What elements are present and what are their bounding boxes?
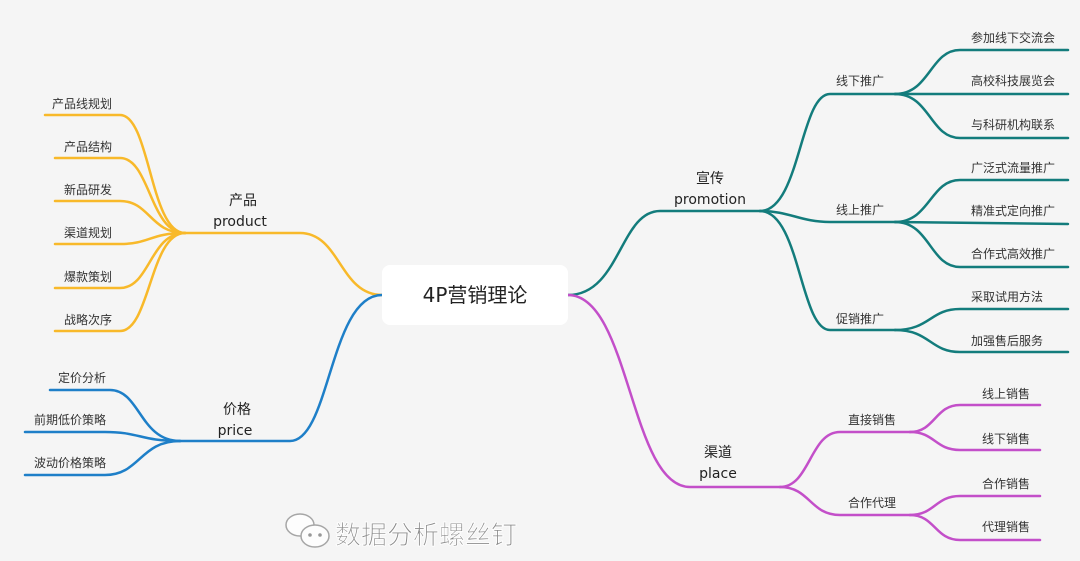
edge	[893, 307, 1070, 332]
edge	[53, 156, 187, 235]
edge	[893, 328, 1070, 354]
node-promotion-subtitle[interactable]: promotion	[674, 192, 746, 208]
node-price-title[interactable]: 价格	[223, 402, 251, 418]
edge	[908, 513, 1042, 542]
leaf[interactable]: 产品结构	[64, 139, 112, 154]
edge	[778, 430, 912, 489]
leaf[interactable]: 波动价格策略	[34, 455, 106, 470]
leaf[interactable]: 线上销售	[982, 386, 1030, 401]
edge	[23, 439, 182, 477]
watermark-text: 数据分析螺丝钉	[335, 521, 517, 551]
branch-place: 渠道 place 直接销售 合作代理 线上销售 线下销售 合作销售 代理销售	[566, 293, 1042, 542]
edge	[778, 485, 912, 517]
edge	[53, 231, 187, 333]
edge	[893, 178, 1070, 224]
leaf[interactable]: 前期低价策略	[34, 412, 106, 427]
leaf[interactable]: 爆款策划	[64, 270, 112, 284]
edge	[758, 209, 897, 332]
edge	[178, 293, 384, 443]
edge	[893, 92, 1070, 140]
branch-promotion: 宣传 promotion 线下推广 线上推广 促销推广 参加线下交流会 高校科技…	[566, 30, 1070, 354]
leaf[interactable]: 定价分析	[58, 370, 106, 385]
edge	[893, 220, 1070, 269]
edge	[758, 209, 897, 224]
edge	[908, 494, 1042, 517]
root-node[interactable]: 4P营销理论	[382, 265, 568, 325]
edge	[566, 209, 762, 297]
leaf[interactable]: 合作销售	[982, 476, 1030, 491]
leaf[interactable]: 与科研机构联系	[971, 117, 1055, 132]
edge	[43, 113, 187, 235]
leaf[interactable]: 战略次序	[64, 312, 112, 327]
leaf[interactable]: 代理销售	[982, 519, 1030, 534]
sub-node[interactable]: 促销推广	[836, 312, 884, 326]
branch-price: 价格 price 定价分析 前期低价策略 波动价格策略	[23, 293, 384, 477]
leaf[interactable]: 加强售后服务	[971, 333, 1043, 348]
leaf[interactable]: 新品研发	[64, 182, 112, 197]
leaf[interactable]: 参加线下交流会	[971, 30, 1055, 45]
node-price-subtitle[interactable]: price	[218, 423, 253, 439]
sub-node[interactable]: 线上推广	[836, 203, 884, 217]
edge	[908, 403, 1042, 434]
edge	[758, 92, 897, 213]
sub-node[interactable]: 合作代理	[848, 495, 896, 510]
node-product-title[interactable]: 产品	[229, 193, 257, 209]
edge	[566, 293, 782, 489]
edge	[23, 430, 182, 443]
leaf[interactable]: 精准式定向推广	[971, 203, 1055, 218]
node-place-title[interactable]: 渠道	[704, 445, 732, 461]
leaf[interactable]: 采取试用方法	[971, 289, 1043, 304]
sub-node[interactable]: 线下推广	[836, 74, 884, 88]
sub-node[interactable]: 直接销售	[848, 412, 896, 427]
leaf[interactable]: 广泛式流量推广	[971, 161, 1055, 175]
edge	[183, 231, 384, 297]
leaf[interactable]: 高校科技展览会	[971, 73, 1055, 88]
edge	[893, 220, 1070, 226]
branch-product: 产品 product 产品线规划 产品结构 新品研发 渠道规划 爆款策划 战略次…	[43, 96, 384, 333]
watermark: 数据分析螺丝钉	[285, 513, 518, 552]
leaf[interactable]: 产品线规划	[52, 96, 112, 111]
edge	[53, 199, 187, 235]
edge	[48, 388, 182, 443]
edge	[53, 231, 187, 246]
node-place-subtitle[interactable]: place	[699, 466, 737, 482]
node-product-subtitle[interactable]: product	[213, 214, 267, 230]
root-label[interactable]: 4P营销理论	[423, 283, 528, 307]
edge	[908, 430, 1042, 452]
node-promotion-title[interactable]: 宣传	[696, 171, 724, 187]
leaf[interactable]: 合作式高效推广	[971, 246, 1055, 261]
edge	[893, 48, 1070, 96]
wechat-icon	[285, 513, 330, 548]
leaf[interactable]: 渠道规划	[64, 225, 112, 240]
leaf[interactable]: 线下销售	[982, 431, 1030, 446]
root-box[interactable]	[382, 265, 568, 325]
